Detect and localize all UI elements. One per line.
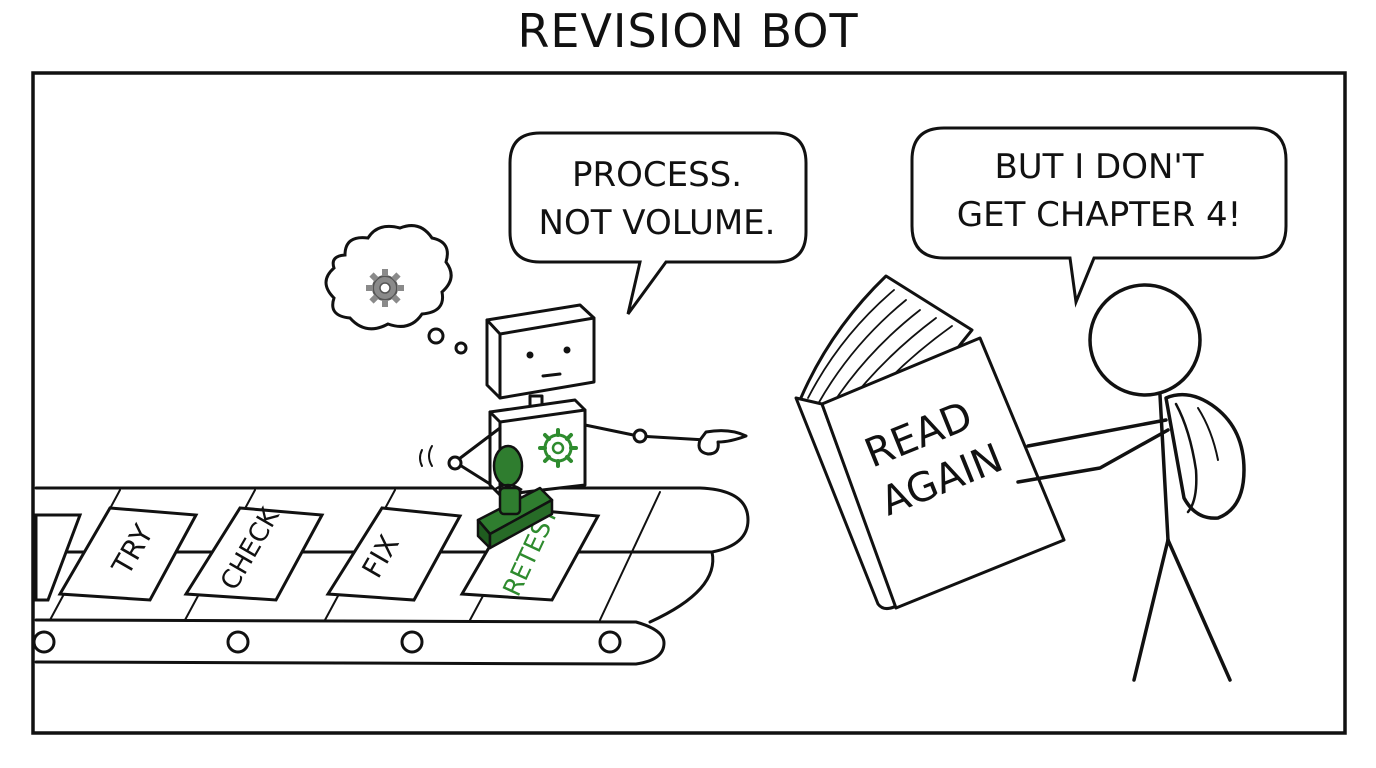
- comic-title: REVISION BOT: [517, 4, 859, 58]
- rubber-stamp-icon: [476, 444, 554, 550]
- robot-speech-bubble: PROCESS. NOT VOLUME.: [508, 131, 808, 315]
- gear-icon: [366, 269, 404, 307]
- student-speech-bubble: BUT I DON'T GET CHAPTER 4!: [910, 126, 1288, 308]
- card-partial: [34, 513, 83, 602]
- book: READ AGAIN: [794, 274, 1066, 611]
- robot-speech-line-1: PROCESS.: [572, 155, 742, 195]
- gear-icon: [538, 428, 578, 468]
- student-speech-line-1: BUT I DON'T: [994, 147, 1203, 187]
- card-check: CHECK: [183, 502, 325, 602]
- card-fix: FIX: [325, 506, 463, 602]
- robot-speech-line-2: NOT VOLUME.: [539, 203, 776, 243]
- conveyor-belt: [32, 486, 750, 666]
- student-speech-line-2: GET CHAPTER 4!: [957, 195, 1241, 235]
- robot: [419, 303, 748, 497]
- panel-border: [31, 71, 1347, 735]
- card-try: TRY: [57, 506, 199, 602]
- student-figure: [1016, 283, 1246, 682]
